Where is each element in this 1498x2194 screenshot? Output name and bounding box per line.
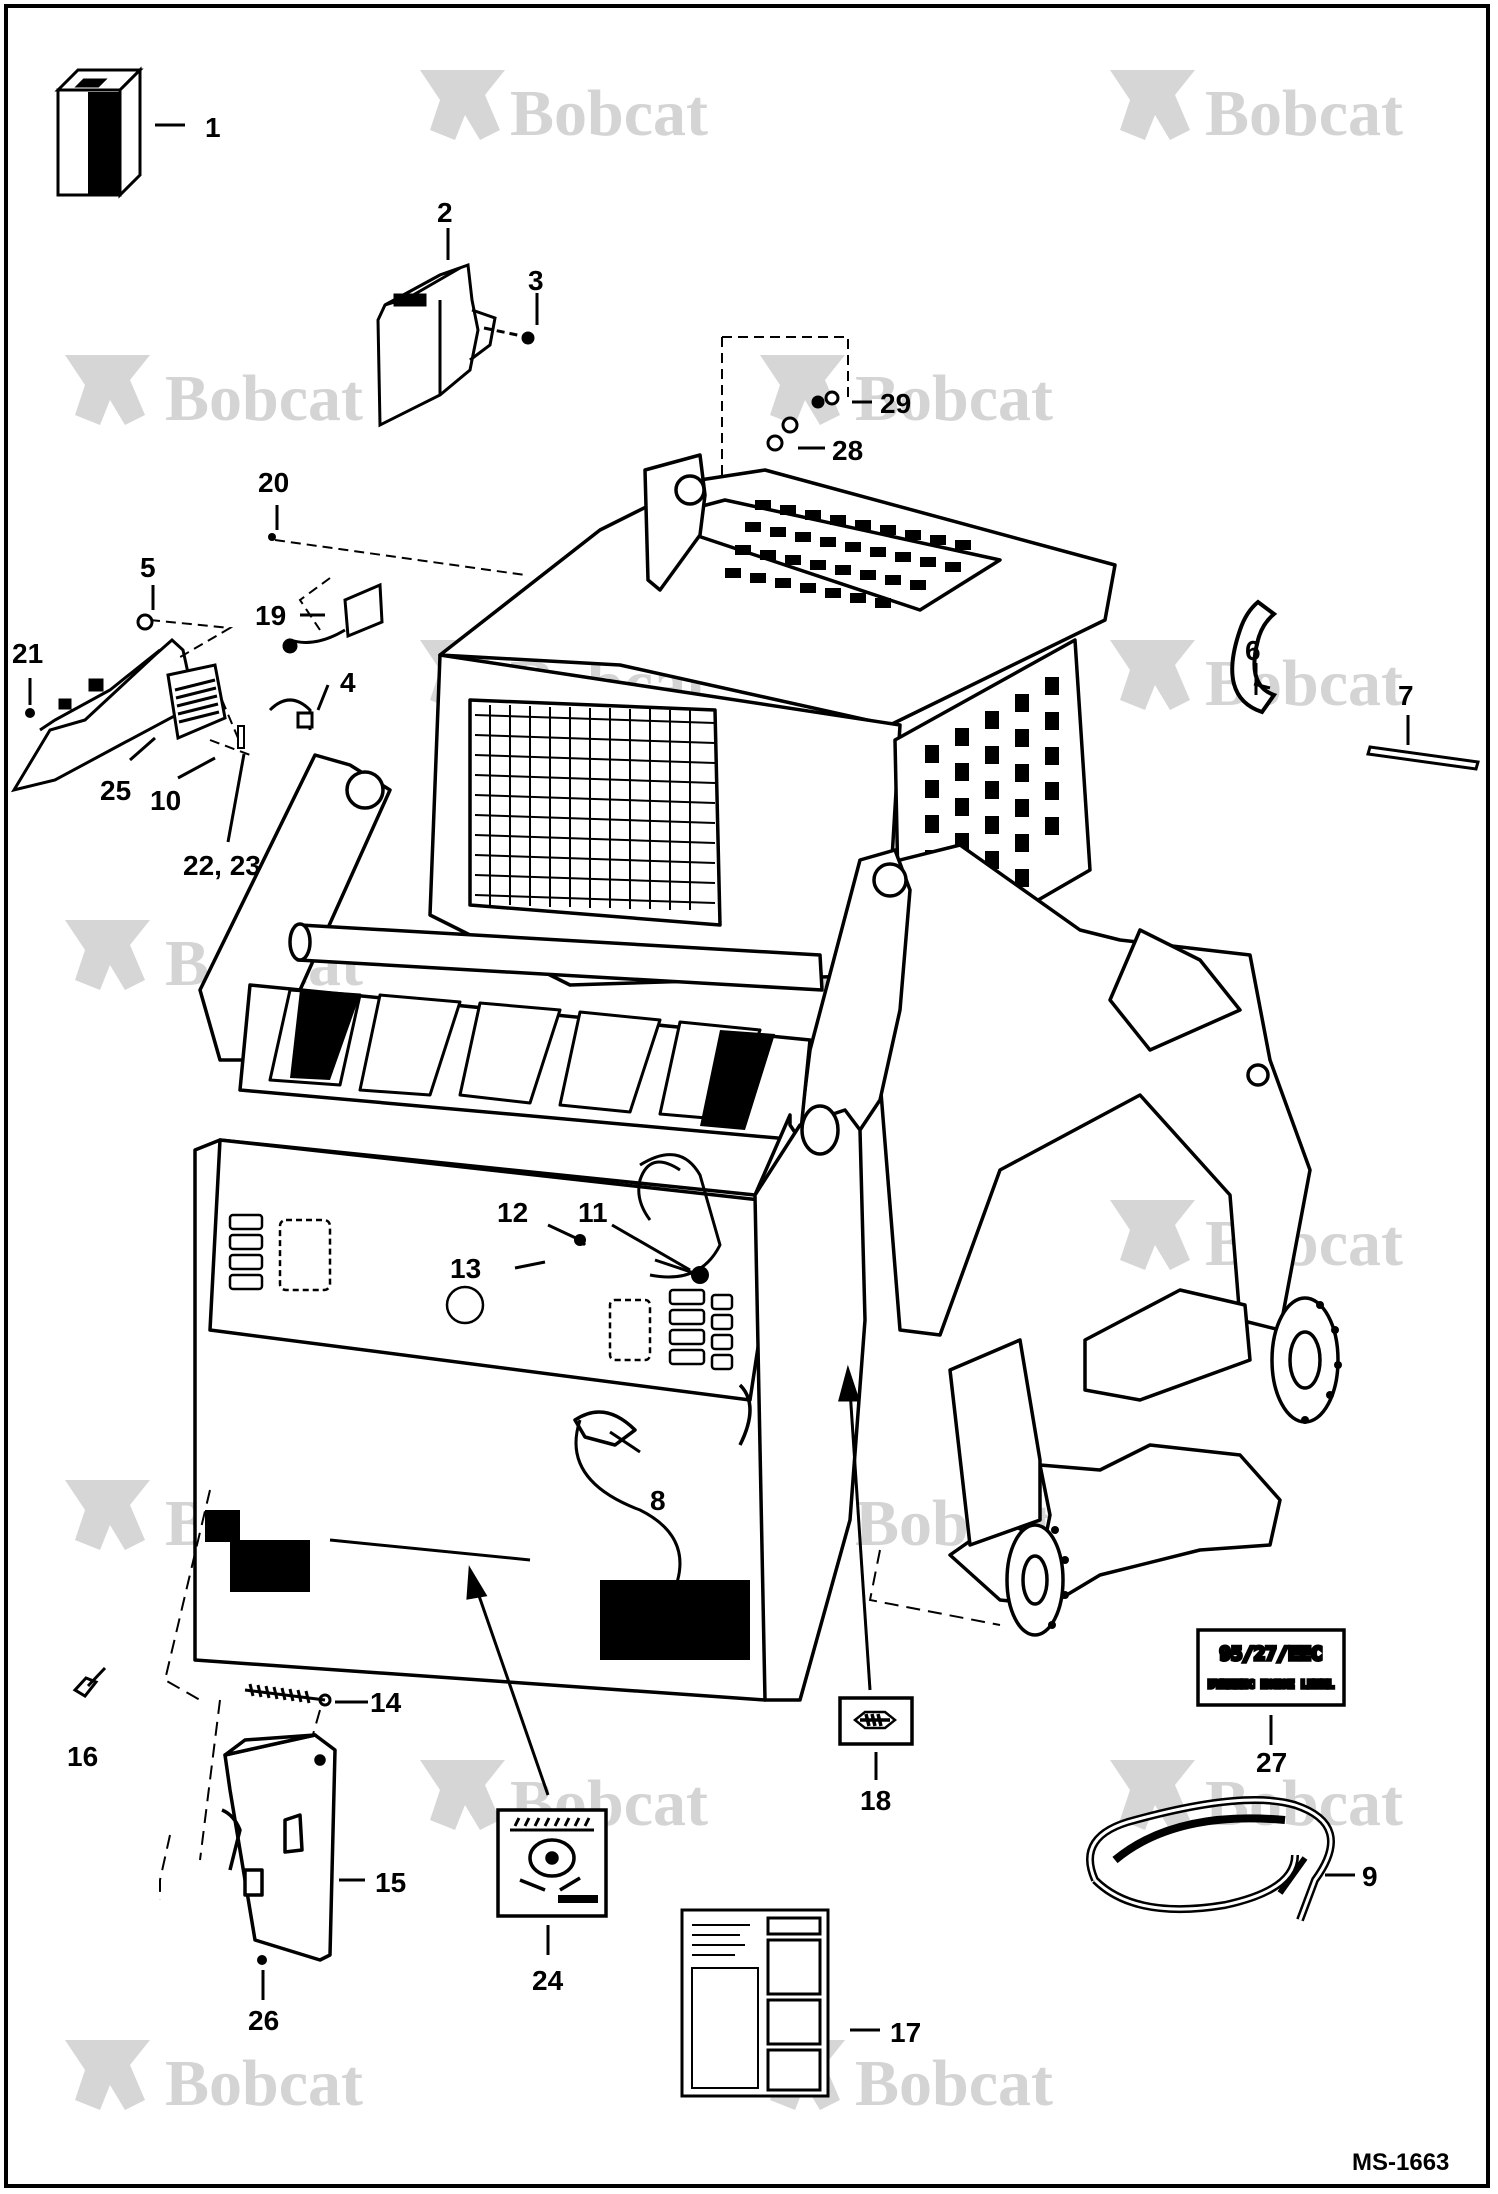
arrow-leaders (466, 1364, 872, 1796)
callout-layer: 1 2 3 29 28 20 5 19 4 21 25 10 22, 23 6 … (12, 112, 1414, 2048)
callout-10: 10 (150, 785, 181, 816)
callout-6: 6 (1245, 635, 1261, 666)
leader-lines (28, 123, 1410, 2032)
panel-group-leaders (149, 539, 526, 756)
part-20-screw (268, 533, 276, 541)
drawing-code: MS-1663 (1352, 2149, 1449, 2176)
part-19-sensor (282, 582, 384, 654)
callout-16: 16 (67, 1741, 98, 1772)
part-9-hose-coil-inner (1088, 1798, 1333, 1921)
callout-24: 24 (532, 1965, 564, 1996)
part-25-mount-plate (10, 637, 197, 793)
svg-text:Bobcat: Bobcat (855, 362, 1053, 435)
watermark-13: Bobcat (420, 1760, 708, 1840)
svg-text:Bobcat: Bobcat (165, 362, 363, 435)
callout-12: 12 (497, 1197, 528, 1228)
part-1-block (54, 66, 144, 199)
part-18-decal (838, 1696, 914, 1746)
callout-21: 21 (12, 638, 43, 669)
watermark-2: Bobcat (1110, 70, 1403, 150)
watermark-1: Bobcat (420, 70, 708, 150)
callout-5: 5 (140, 552, 156, 583)
callout-18: 18 (860, 1785, 891, 1816)
callout-3: 3 (528, 265, 544, 296)
callout-7: 7 (1398, 680, 1414, 711)
callout-28: 28 (832, 435, 863, 466)
svg-text:95/27/EEC: 95/27/EEC (1220, 1643, 1323, 1665)
part-26-screw (257, 1955, 267, 1965)
part-2-box (376, 262, 535, 428)
callout-20: 20 (258, 467, 289, 498)
callout-19: 19 (255, 600, 286, 631)
part-17-manual (680, 1908, 830, 2098)
callout-1: 1 (205, 112, 221, 143)
part-28-29-fittings (721, 336, 849, 580)
part-27-decal: 95/27/EEC DYNAMIC NOISE LEVEL (1196, 1628, 1346, 1707)
watermark-3: Bobcat (65, 355, 363, 435)
part-10-grille (166, 663, 227, 741)
part-5-plug (136, 613, 154, 631)
callout-26: 26 (248, 2005, 279, 2036)
machine-body (193, 453, 1342, 1702)
callout-27: 27 (1256, 1747, 1287, 1778)
callout-29: 29 (880, 388, 911, 419)
callout-17: 17 (890, 2017, 921, 2048)
callout-22-23: 22, 23 (183, 850, 261, 881)
callout-8: 8 (650, 1485, 666, 1516)
svg-text:Bobcat: Bobcat (165, 2047, 363, 2120)
callout-13: 13 (450, 1253, 481, 1284)
part-14-spring (244, 1683, 332, 1707)
callout-9: 9 (1362, 1861, 1378, 1892)
svg-text:DYNAMIC NOISE LEVEL: DYNAMIC NOISE LEVEL (1208, 1678, 1334, 1691)
part-11-dot (691, 1266, 709, 1284)
watermark-15: Bobcat (65, 2040, 363, 2120)
part-21-screw (25, 708, 35, 718)
svg-text:Bobcat: Bobcat (510, 77, 708, 150)
part-24-decal (496, 1808, 608, 1918)
part-15-bracket (221, 1733, 337, 1962)
callout-25: 25 (100, 775, 131, 806)
leader-dots (574, 1234, 709, 1284)
callout-14: 14 (370, 1687, 402, 1718)
callout-11: 11 (578, 1197, 608, 1228)
part-16-bolt (72, 1666, 107, 1698)
svg-text:Bobcat: Bobcat (855, 2047, 1053, 2120)
part-22-pin (237, 725, 245, 749)
callout-2: 2 (437, 197, 453, 228)
part-12-dot (574, 1234, 586, 1246)
part-4-connector (268, 698, 314, 730)
callout-4: 4 (340, 667, 356, 698)
watermark-14: Bobcat (1110, 1760, 1403, 1840)
callout-15: 15 (375, 1867, 406, 1898)
watermark-4: Bobcat (760, 355, 1053, 435)
part-7-rod (1366, 745, 1480, 771)
svg-text:Bobcat: Bobcat (1205, 77, 1403, 150)
